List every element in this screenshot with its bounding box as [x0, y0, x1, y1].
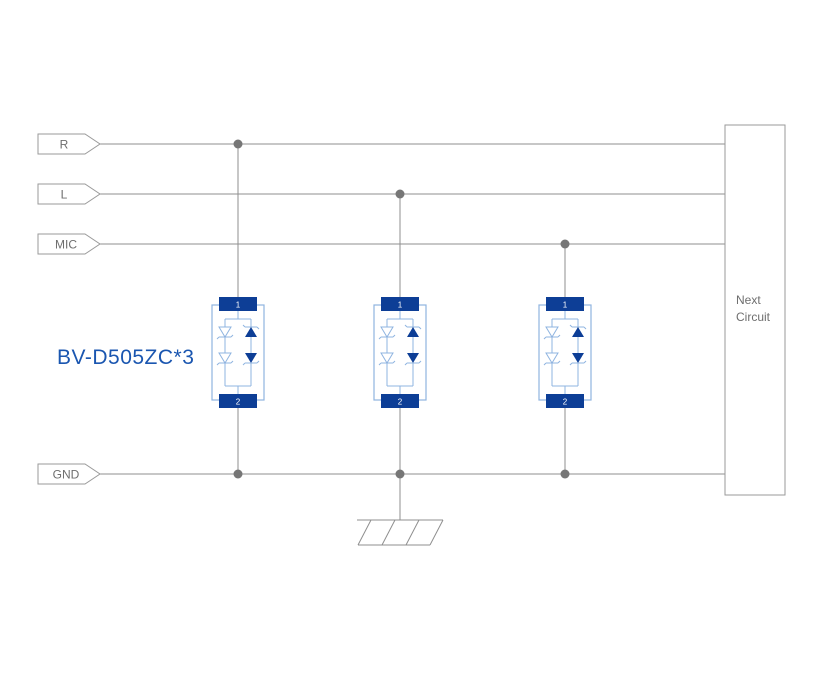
- connector-r: [37, 133, 101, 155]
- junction-dot: [560, 239, 570, 249]
- connector-gnd-label: GND: [53, 468, 80, 482]
- connector-mic: [37, 233, 101, 255]
- junction-dot: [233, 469, 243, 479]
- tvs-component-3: [538, 296, 592, 409]
- connector-mic-label: MIC: [55, 238, 77, 252]
- tvs-component-2: [373, 296, 427, 409]
- signal-wires: [100, 143, 725, 475]
- connector-l-label: L: [61, 188, 68, 202]
- component-part-number-label: BV-D505ZC*3: [57, 346, 194, 369]
- next-circuit-box: [724, 124, 786, 496]
- component-drop-wires: [237, 144, 566, 520]
- junction-dot: [560, 469, 570, 479]
- next-circuit-label-line1: Next: [736, 293, 761, 307]
- connector-gnd: [37, 463, 101, 485]
- junction-dot: [395, 469, 405, 479]
- junction-dot: [395, 189, 405, 199]
- junction-dots: [233, 139, 570, 479]
- connector-l: [37, 183, 101, 205]
- junction-dot: [233, 139, 243, 149]
- next-circuit-label-line2: Circuit: [736, 310, 771, 324]
- chassis-ground-icon: [357, 519, 444, 546]
- connector-r-label: R: [60, 138, 69, 152]
- input-connectors: R L MIC GND: [37, 133, 101, 485]
- tvs-component-1: [211, 296, 265, 409]
- next-circuit-block: Next Circuit: [724, 124, 786, 496]
- tvs-components: [211, 296, 592, 409]
